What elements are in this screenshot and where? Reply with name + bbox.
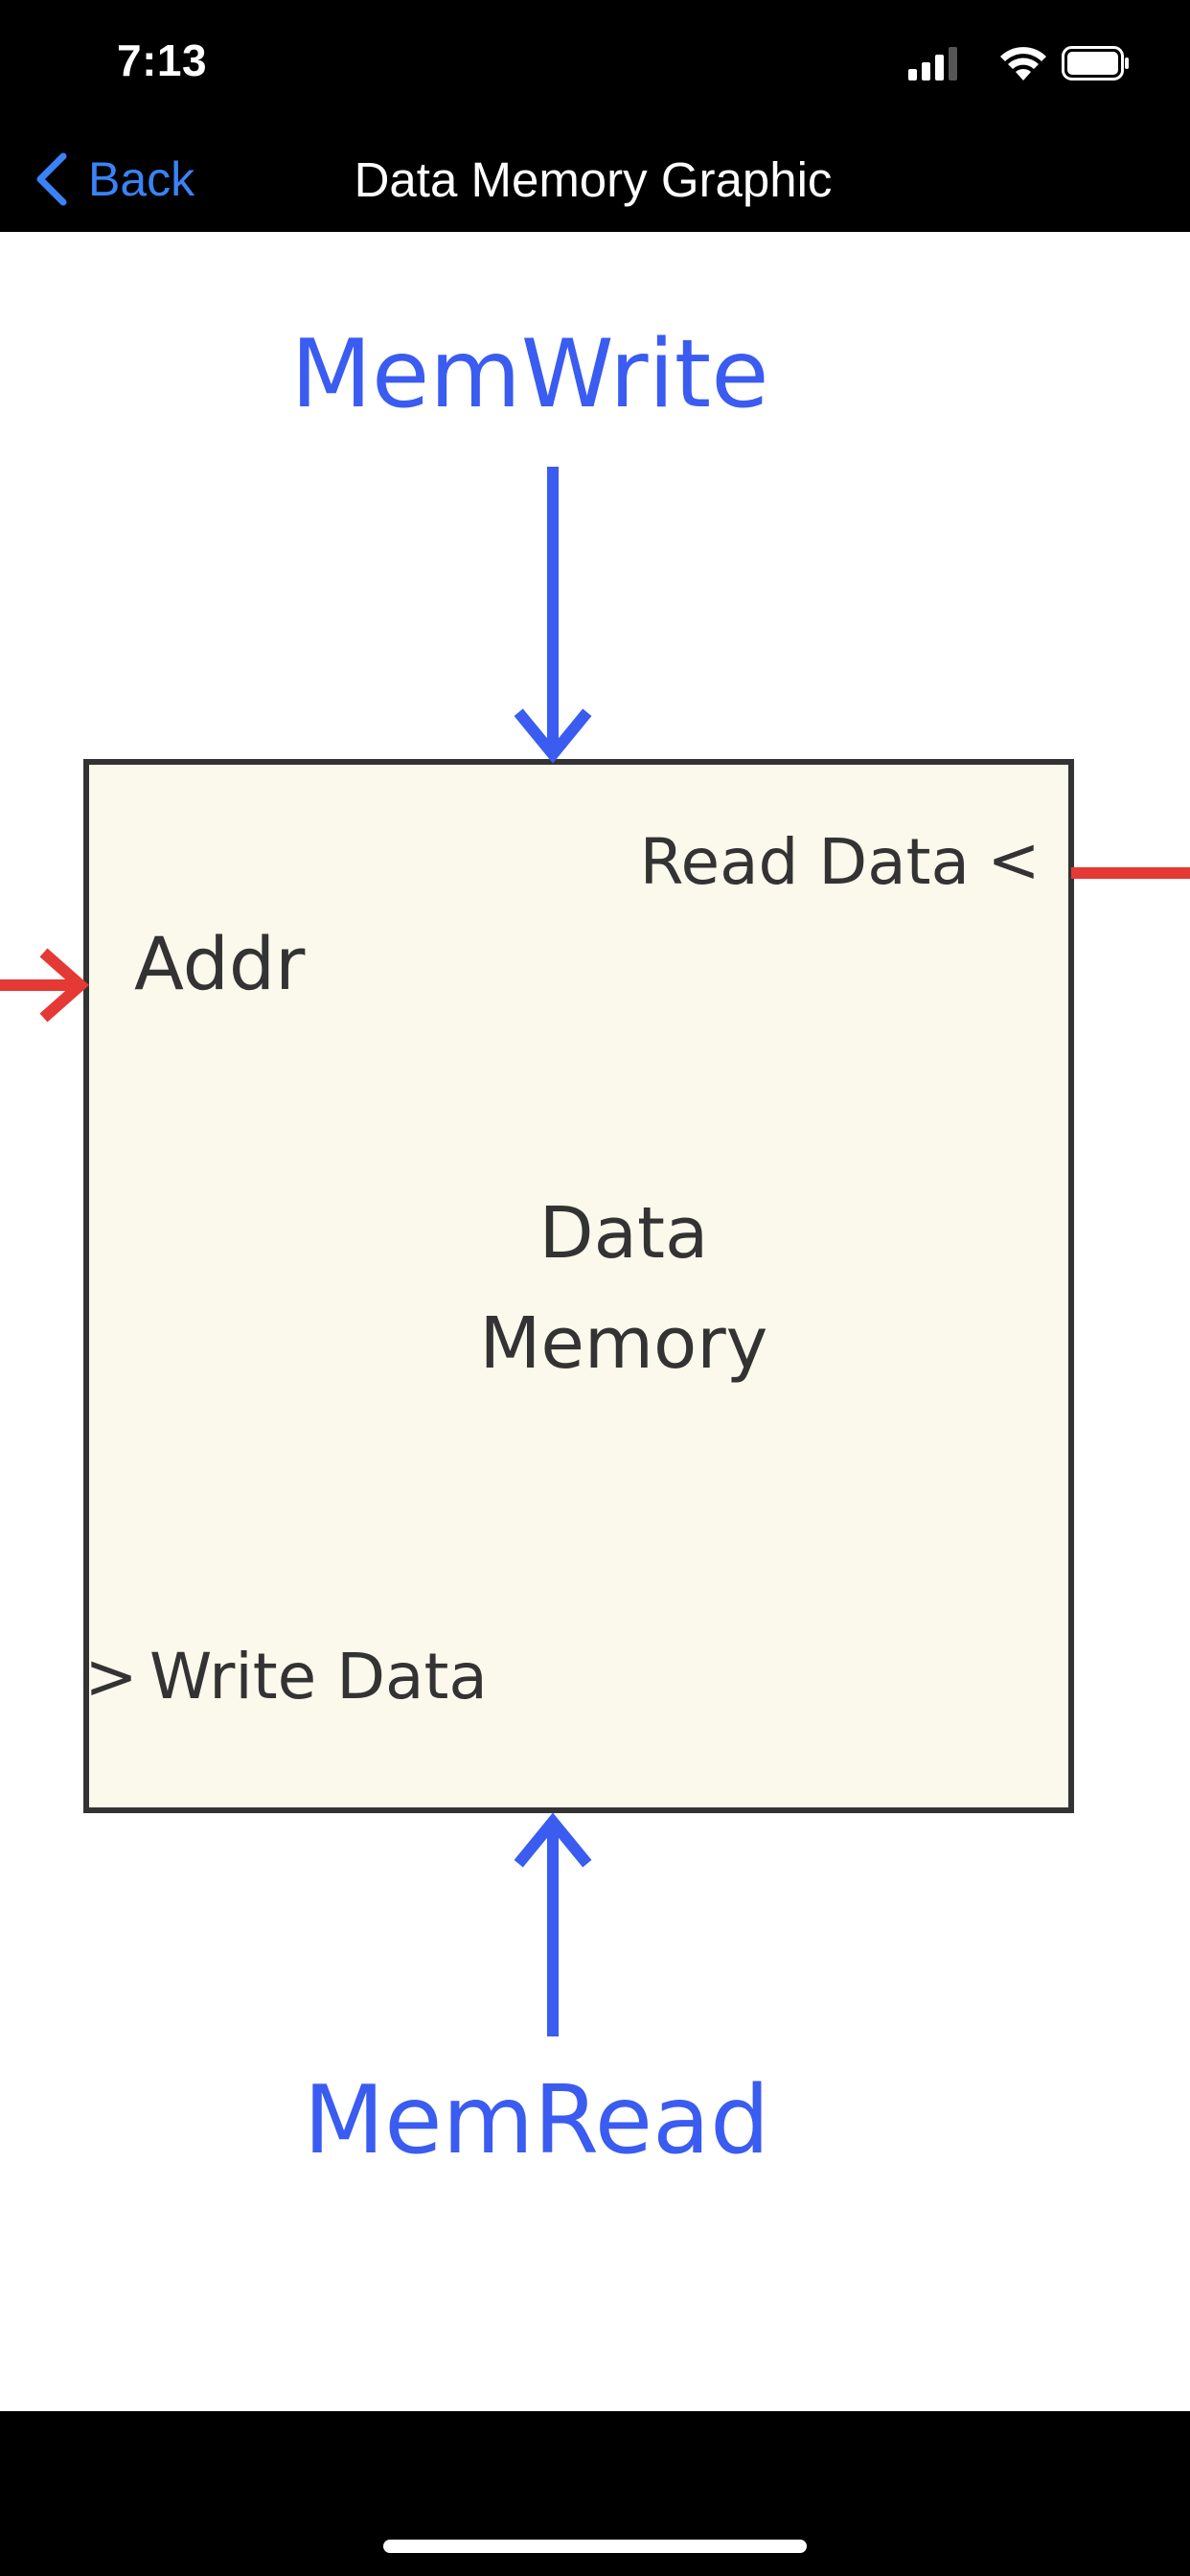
wifi-icon [1000, 47, 1046, 80]
home-indicator[interactable] [383, 2540, 807, 2553]
chevron-left-icon [36, 152, 67, 206]
center-label-line1: Data [539, 1192, 709, 1275]
nav-bar: Back Data Memory Graphic [0, 126, 1190, 232]
battery-icon [1062, 46, 1129, 80]
memwrite-label: MemWrite [290, 320, 768, 429]
memread-label: MemRead [304, 2066, 770, 2175]
data-memory-diagram: MemWrite MemRead Read Data < Addr Data M… [0, 320, 1190, 2175]
cellular-signal-icon [908, 47, 957, 80]
write-data-label: Write Data [149, 1640, 488, 1714]
bottom-bar [0, 2411, 1190, 2576]
memwrite-arrow [514, 467, 592, 764]
addr-arrow [0, 948, 90, 1023]
status-time: 7:13 [117, 35, 208, 85]
page-title: Data Memory Graphic [0, 151, 1190, 208]
back-button[interactable]: Back [31, 148, 195, 211]
status-icons [908, 46, 1129, 80]
diagram-view: MemWrite MemRead Read Data < Addr Data M… [0, 232, 1190, 2411]
read-data-label: Read Data [640, 825, 970, 899]
addr-label: Addr [134, 921, 306, 1006]
status-bar: 7:13 [0, 0, 1190, 126]
center-label-line2: Memory [480, 1302, 768, 1385]
back-label: Back [88, 152, 195, 206]
data-memory-block [83, 759, 1074, 1813]
write-data-marker: > [84, 1640, 137, 1714]
page-title-text: Data Memory Graphic [354, 152, 833, 207]
memread-arrow [514, 1812, 592, 2036]
read-data-marker: < [987, 823, 1040, 897]
